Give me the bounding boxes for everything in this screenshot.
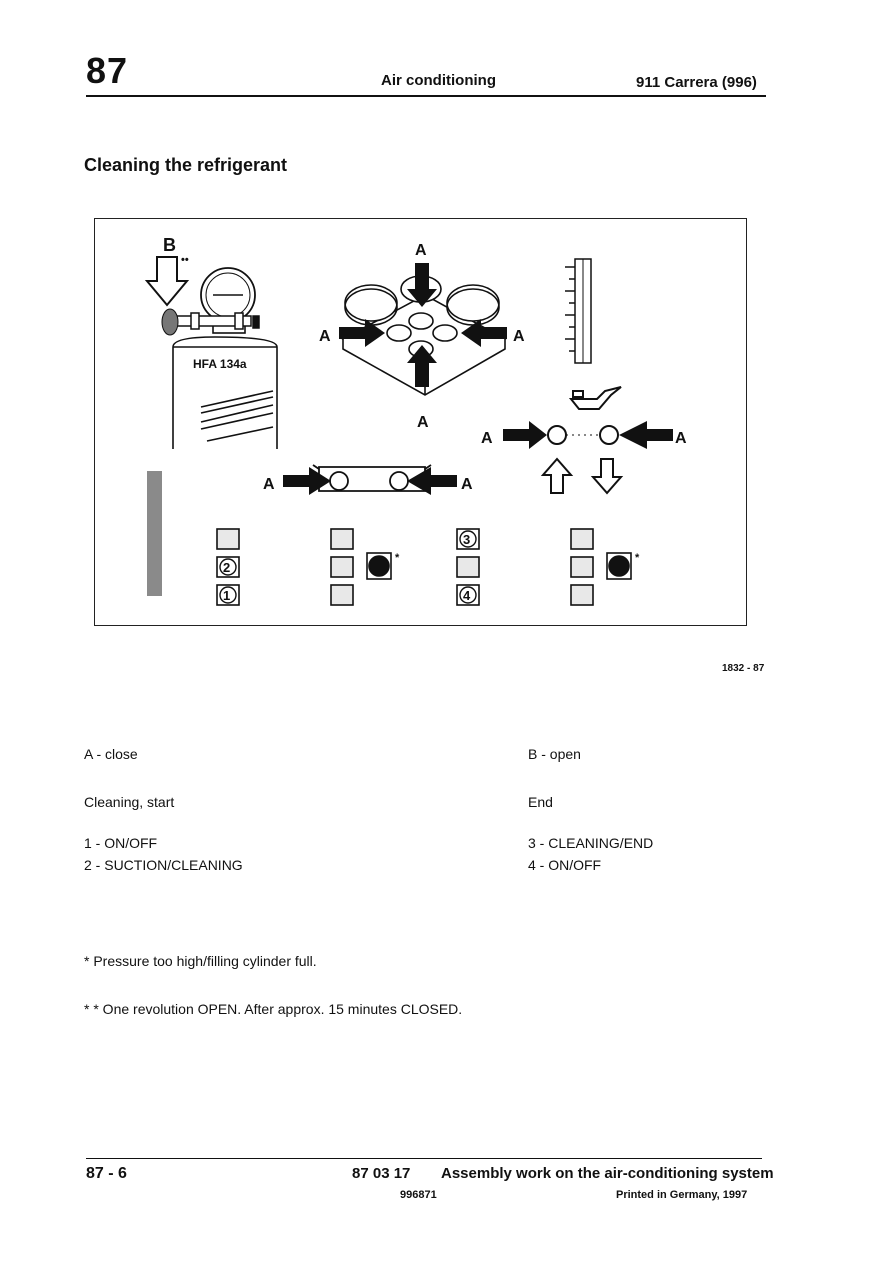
oil-arrows-a: [503, 421, 673, 449]
footer-printed: Printed in Germany, 1997: [616, 1189, 748, 1201]
cylinder-label: HFA 134a: [193, 357, 247, 371]
diagram-svg: HFA 134a B ••: [144, 235, 687, 606]
star-panel-4: *: [635, 552, 640, 564]
legend-item-4: 4 - ON/OFF: [528, 857, 602, 873]
label-a-bottom: A: [417, 414, 429, 431]
label-a-oil-left: A: [481, 430, 493, 447]
control-panel-cleaning: [330, 528, 392, 606]
oil-valve-circles: [547, 425, 619, 445]
oil-can-icon: [568, 386, 622, 410]
label-a-oil-right: A: [675, 430, 687, 447]
valve-knob: [161, 308, 179, 336]
gray-side-bar: [147, 471, 162, 596]
panel-1-label-2: 2: [223, 560, 230, 575]
chapter-number: 87: [86, 50, 129, 91]
legend-item-1: 1 - ON/OFF: [84, 835, 158, 851]
label-a-lower-left: A: [263, 476, 275, 493]
label-a-left: A: [319, 328, 331, 345]
legend-item-3: 3 - CLEANING/END: [528, 835, 654, 851]
valve-arrows-a: [339, 263, 507, 387]
legend-item-2: 2 - SUCTION/CLEANING: [84, 857, 243, 873]
note-revolution: * * One revolution OPEN. After approx. 1…: [84, 1001, 463, 1017]
figure-reference: 1832 - 87: [722, 663, 765, 674]
label-b: B: [163, 235, 176, 255]
footer-rule: [86, 1158, 762, 1159]
legend-end: End: [528, 794, 553, 810]
label-a-right: A: [513, 328, 525, 345]
label-a-lower-right: A: [461, 476, 473, 493]
control-panel-end: [456, 528, 480, 606]
page-title: Cleaning the refrigerant: [84, 155, 288, 175]
cleaning-diagram: HFA 134a B ••: [94, 218, 747, 626]
note-pressure: * Pressure too high/filling cylinder ful…: [84, 953, 317, 969]
star-panel-2: *: [395, 552, 400, 564]
oil-flow-arrows: [540, 457, 624, 495]
panel-3-label-3: 3: [463, 532, 470, 547]
legend-cleaning-start: Cleaning, start: [84, 794, 175, 810]
control-panel-finish: [570, 528, 632, 606]
panel-1-label-1: 1: [223, 588, 230, 603]
legend-a-close: A - close: [84, 746, 138, 762]
lower-arrows-a: [283, 467, 457, 495]
footer-part-number: 996871: [400, 1189, 437, 1201]
model-name: 911 Carrera (996): [636, 74, 757, 91]
scale-gauge: [565, 258, 592, 364]
footer-description: Assembly work on the air-conditioning sy…: [441, 1165, 774, 1182]
panel-1-button-top: [216, 528, 240, 550]
arrow-b: [144, 256, 190, 307]
valve-manifold: [172, 312, 260, 330]
footer-page-number: 87 - 6: [86, 1165, 127, 1182]
section-title: Air conditioning: [381, 72, 496, 89]
refrigerant-cylinder: [172, 322, 278, 449]
footer-repair-code: 87 03 17: [352, 1165, 411, 1182]
control-panel-start: [216, 528, 240, 606]
header-rule: [86, 95, 766, 97]
double-star-b: ••: [181, 254, 189, 266]
legend-b-open: B - open: [528, 746, 581, 762]
label-a-top: A: [415, 242, 427, 259]
panel-3-label-4: 4: [463, 588, 471, 603]
